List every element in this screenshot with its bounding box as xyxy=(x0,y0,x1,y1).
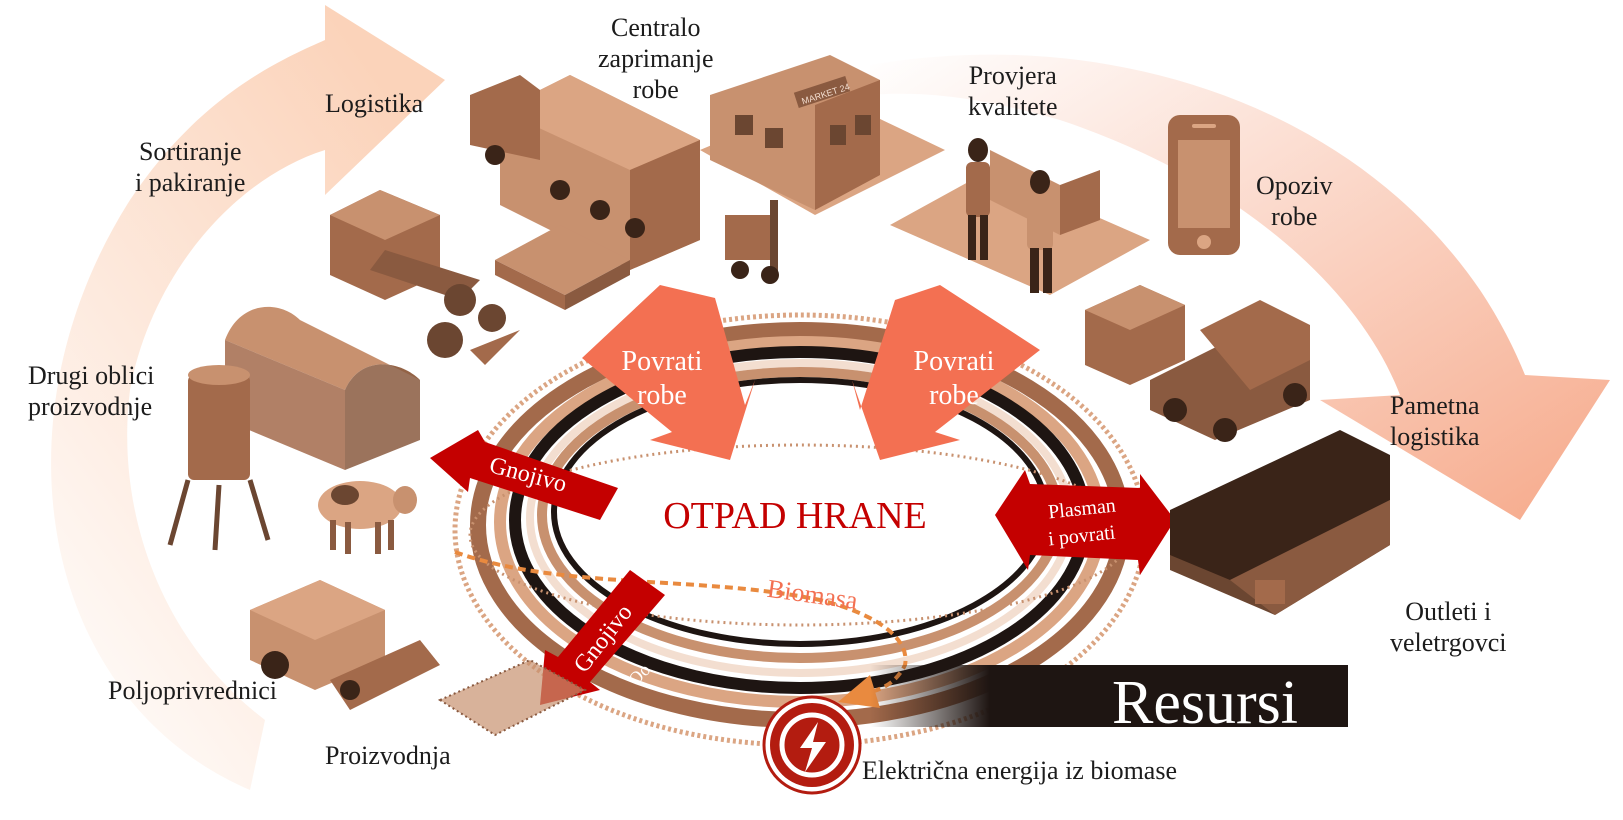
silo-icon xyxy=(167,365,271,551)
label-centralo-zaprimanje: Centralo zaprimanje robe xyxy=(598,13,714,105)
povrati-left-line1: Povrati xyxy=(622,346,703,377)
label-provjera-kvalitete: Provjera kvalitete xyxy=(968,61,1058,122)
market-icon: MARKET 24 xyxy=(700,55,945,215)
label-pametna-logistika: Pametna logistika xyxy=(1390,391,1480,452)
plasman-arrow xyxy=(995,470,1175,575)
label-outleti-veletrgovci: Outleti i veletrgovci xyxy=(1390,597,1507,658)
biomass-arrowhead xyxy=(838,675,880,708)
truck-icon xyxy=(470,75,700,270)
crops-icon xyxy=(437,658,588,737)
label-drugi-oblici: Drugi oblici proizvodnje xyxy=(28,361,155,422)
sorting-machine-icon xyxy=(330,190,480,300)
povrati-right-line1: Povrati xyxy=(914,346,995,377)
pallet-icon xyxy=(495,225,630,310)
delivery-truck-icon xyxy=(1085,285,1310,442)
shoppers-icon xyxy=(890,138,1150,295)
warehouse-icon xyxy=(1170,430,1390,615)
label-proizvodnja: Proizvodnja xyxy=(325,741,451,770)
resursi-band xyxy=(870,665,1348,727)
harvester-icon xyxy=(250,580,440,710)
povrati-left-line2: robe xyxy=(637,380,687,411)
povrati-arrow-right xyxy=(852,285,1040,460)
smartphone-icon xyxy=(1168,115,1240,255)
resursi-label: Resursi xyxy=(1112,669,1298,737)
vegetables-icon xyxy=(427,284,520,365)
label-logistika: Logistika xyxy=(325,89,424,118)
label-elektricna-energija: Električna energija iz biomase xyxy=(862,756,1177,785)
label-sortiranje-pakiranje: Sortiranje i pakiranje xyxy=(135,137,246,198)
outer-arrow-right xyxy=(870,54,1610,520)
gnojivo-arrow-bottom xyxy=(540,570,665,705)
lightning-icon xyxy=(762,695,862,795)
povrati-right-line2: robe xyxy=(929,380,979,411)
gnojivo-arrow-top xyxy=(430,430,618,520)
cow-icon xyxy=(318,481,417,554)
label-poljoprivrednici: Poljoprivrednici xyxy=(108,676,277,705)
forklift-icon xyxy=(725,200,779,284)
povrati-arrow-left xyxy=(582,285,755,460)
biomasa-label: Biomasa xyxy=(765,574,860,615)
outer-arrow-left xyxy=(51,5,445,790)
otpad-hrane-title: OTPAD HRANE xyxy=(663,495,927,537)
label-opoziv-robe: Opoziv robe xyxy=(1256,171,1333,232)
greenhouse-icon xyxy=(225,306,420,470)
